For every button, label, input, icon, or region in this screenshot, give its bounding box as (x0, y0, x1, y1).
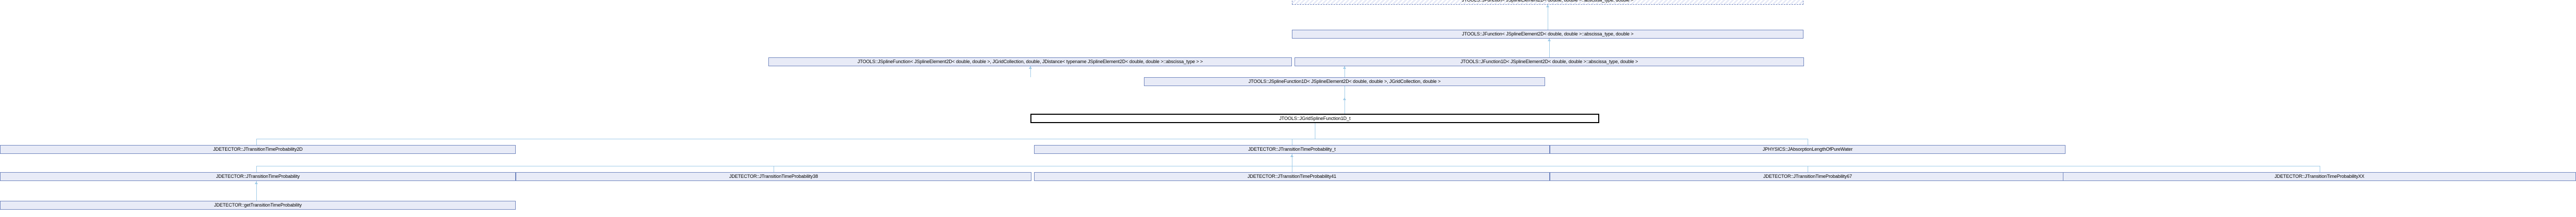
graph-node-n6[interactable]: JTOOLS::JGridSplineFunction1D_t (1030, 114, 1599, 123)
graph-node-n10[interactable]: JDETECTOR::JTransitionTimeProbability (0, 172, 516, 181)
arrow-n5-n6 (1343, 98, 1346, 100)
edge-bus-row7-c1 (256, 166, 257, 172)
graph-node-n11[interactable]: JDETECTOR::JTransitionTimeProbability38 (516, 172, 1031, 181)
graph-node-n5[interactable]: JTOOLS::JSplineFunction1D< JSplineElemen… (1144, 77, 1545, 86)
graph-node-n2[interactable]: JTOOLS::JFunction< JSplineElement2D< dou… (1292, 30, 1803, 39)
arrow-n4-n2 (1548, 39, 1551, 41)
graph-node-n15[interactable]: JDETECTOR::getTransitionTimeProbability (0, 201, 516, 210)
graph-node-n3[interactable]: JTOOLS::JSplineFunction< JSplineElement2… (768, 57, 1292, 66)
graph-node-n7[interactable]: JDETECTOR::JTransitionTimeProbability2D (0, 145, 516, 154)
graph-node-n9[interactable]: JPHYSICS::JAbsorptionLengthOfPureWater (1550, 145, 2065, 154)
edge-n4-n2 (1549, 39, 1550, 57)
edge-n3-up (1030, 66, 1031, 77)
graph-node-n4[interactable]: JTOOLS::JFunction1D< JSplineElement2D< d… (1295, 57, 1804, 66)
graph-node-n14[interactable]: JDETECTOR::JTransitionTimeProbabilityXX (2063, 172, 2576, 181)
arrow-n3-up (1028, 66, 1032, 69)
graph-node-n1[interactable]: JTOOLS::JFunction< JSplineElement2D< dou… (1292, 0, 1803, 5)
graph-node-n13[interactable]: JDETECTOR::JTransitionTimeProbability67 (1550, 172, 2065, 181)
graph-node-n12[interactable]: JDETECTOR::JTransitionTimeProbability41 (1034, 172, 1550, 181)
arrow-n5-n4 (1343, 66, 1346, 69)
edge-bus-row6-left (256, 139, 257, 145)
graph-node-n8[interactable]: JDETECTOR::JTransitionTimeProbability_t (1034, 145, 1550, 154)
arrow-n2-n1 (1546, 5, 1549, 7)
edge-n15-n10 (256, 181, 257, 201)
